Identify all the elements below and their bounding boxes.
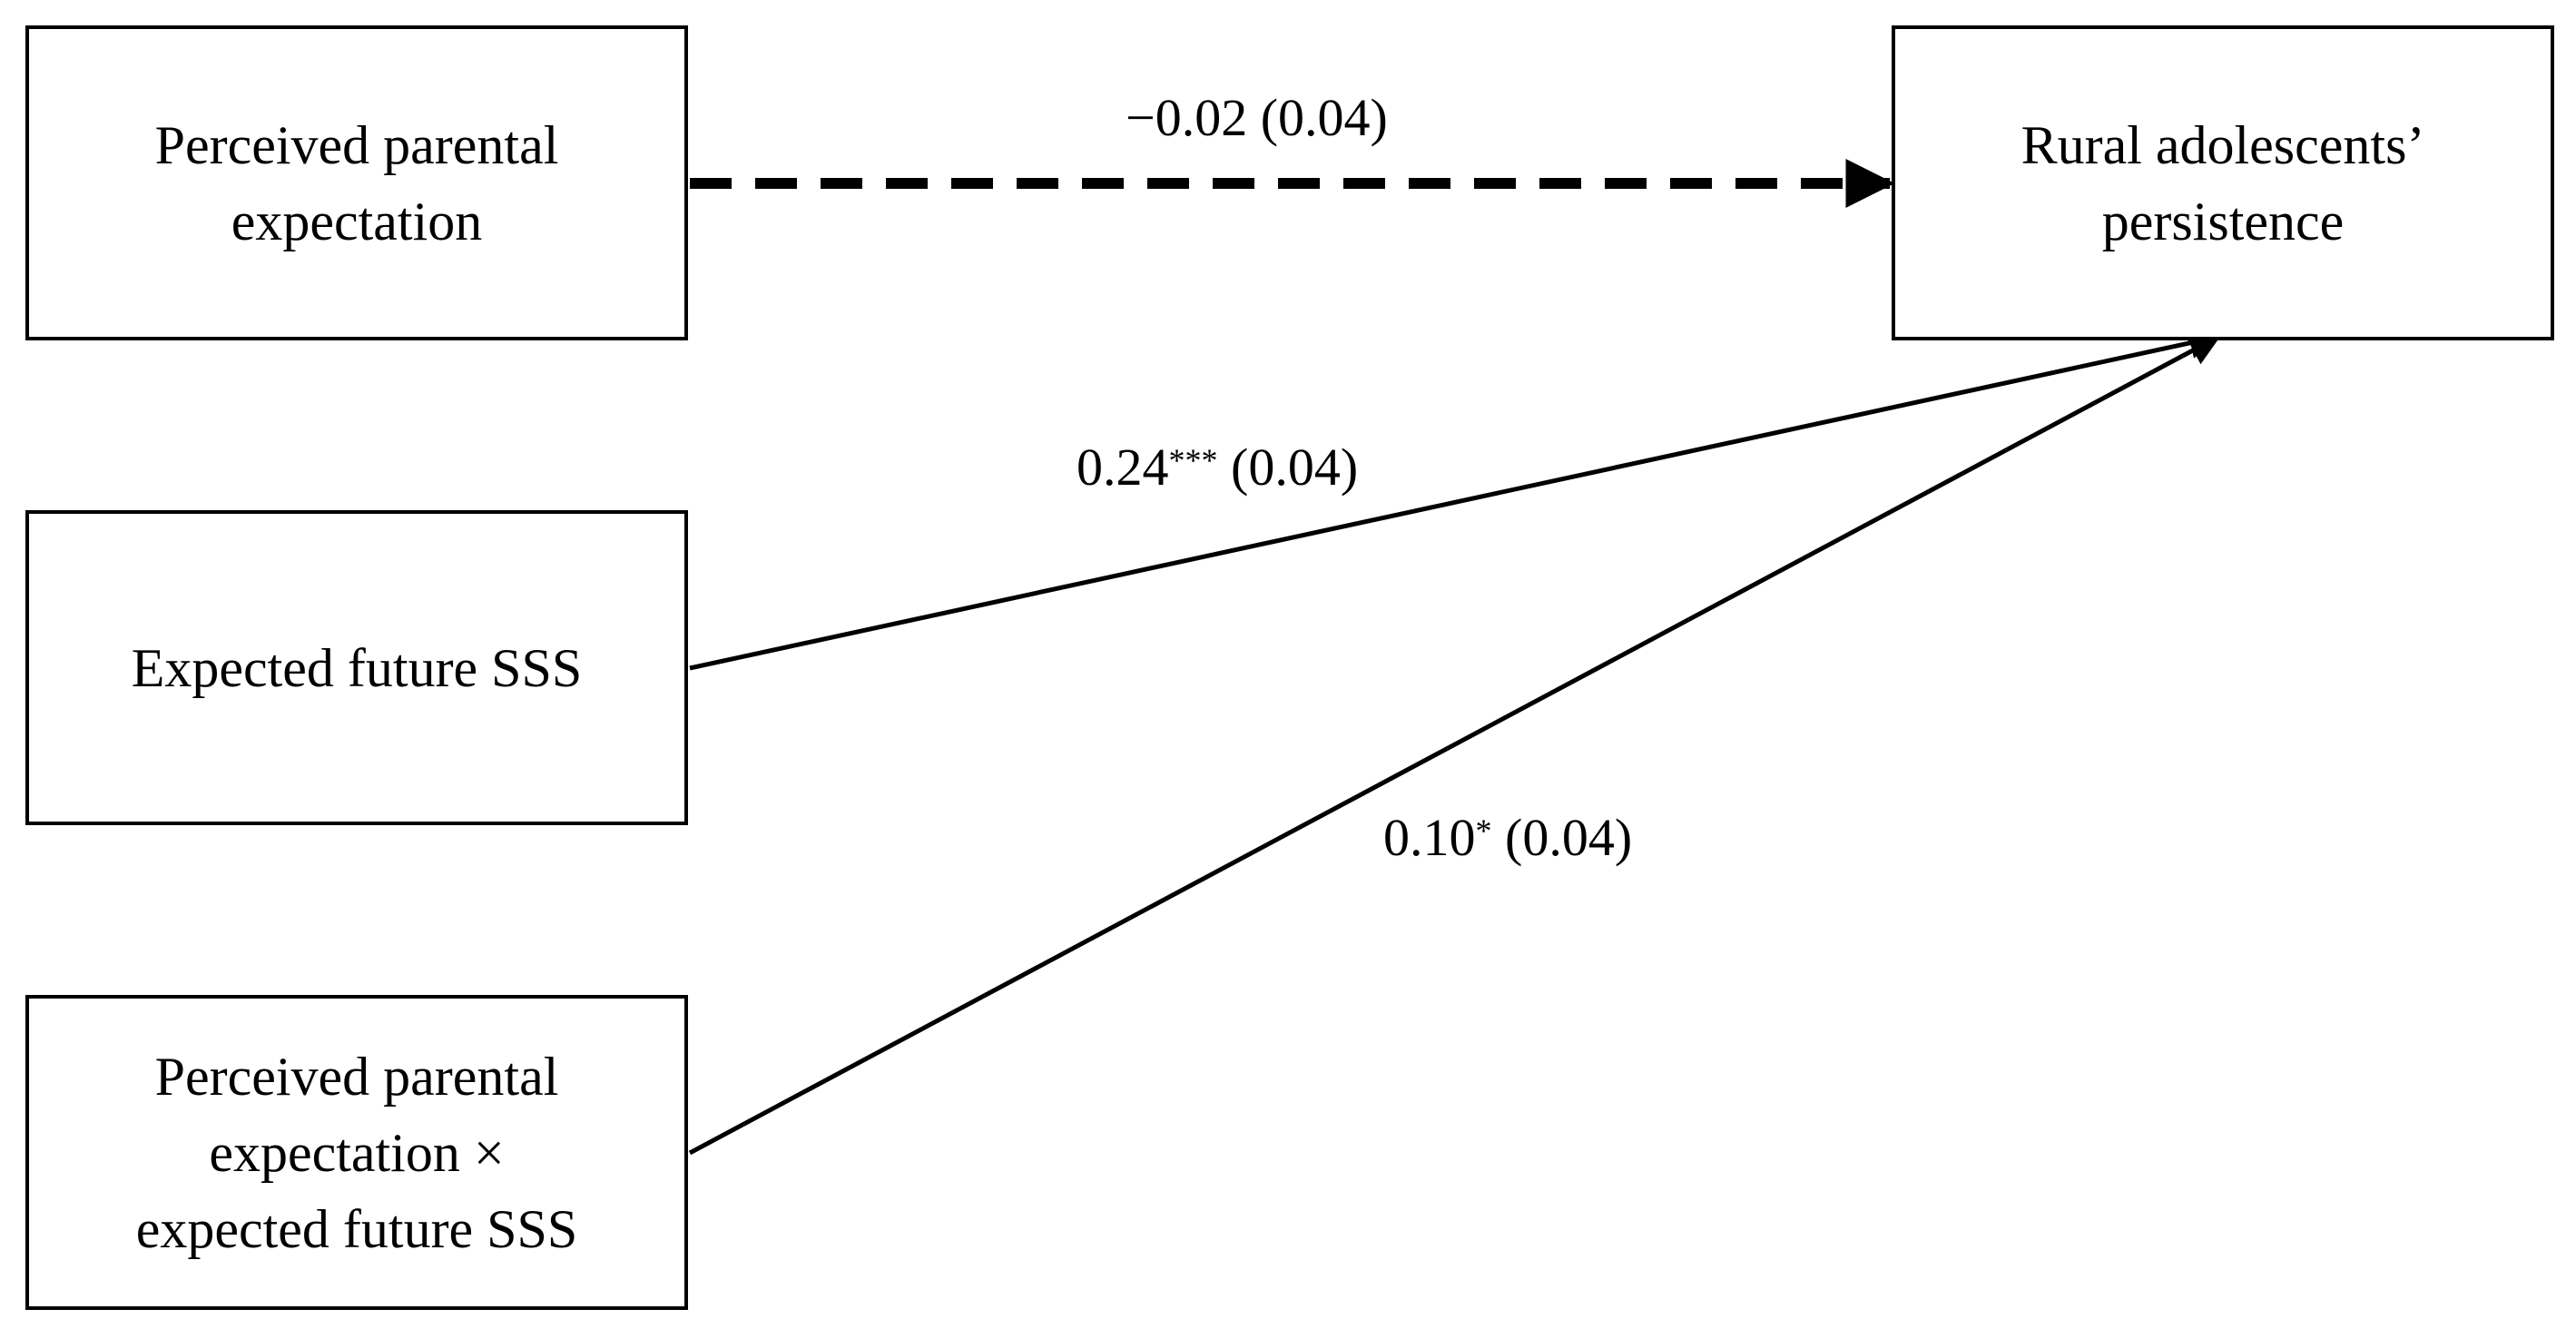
coefficient-value: 0.24 — [1077, 438, 1169, 497]
perceived-parental-expectation-label: Perceived parental expectation — [155, 107, 559, 260]
node-label-line: persistence — [2101, 191, 2345, 251]
interaction-label: Perceived parental expectation × expecte… — [136, 1039, 578, 1267]
standard-error: (0.04) — [1505, 808, 1633, 867]
node-label-line: expectation × — [209, 1122, 505, 1183]
interaction-path-coefficient: 0.10* (0.04) — [1383, 806, 1632, 870]
direct-path-coefficient: −0.02 (0.04) — [1126, 86, 1388, 150]
perceived-parental-expectation-node: Perceived parental expectation — [25, 25, 688, 340]
node-label-line: Perceived parental — [154, 1046, 559, 1107]
node-label-line: expected future SSS — [135, 1198, 578, 1259]
standard-error: (0.04) — [1231, 438, 1359, 497]
rural-adolescents-persistence-label: Rural adolescents’ persistence — [2021, 107, 2425, 260]
node-label-line: Expected future SSS — [131, 637, 583, 698]
significance-stars: * — [1475, 812, 1492, 849]
standard-error: (0.04) — [1260, 88, 1388, 147]
coefficient-value: 0.10 — [1383, 808, 1476, 867]
node-label-line: expectation — [231, 191, 483, 251]
node-label-line: Perceived parental — [154, 114, 559, 175]
expected-future-sss-path-arrow — [689, 327, 2222, 671]
node-label-line: Rural adolescents’ — [2020, 114, 2425, 175]
interaction-node: Perceived parental expectation × expecte… — [25, 995, 688, 1310]
rural-adolescents-persistence-node: Rural adolescents’ persistence — [1892, 25, 2554, 340]
interaction-path-arrow — [688, 334, 2222, 1156]
significance-stars: *** — [1168, 442, 1218, 478]
coefficient-value: −0.02 — [1126, 88, 1248, 147]
expected-future-sss-node: Expected future SSS — [25, 510, 688, 825]
expected-future-sss-path-coefficient: 0.24*** (0.04) — [1077, 436, 1358, 499]
expected-future-sss-label: Expected future SSS — [132, 630, 583, 706]
